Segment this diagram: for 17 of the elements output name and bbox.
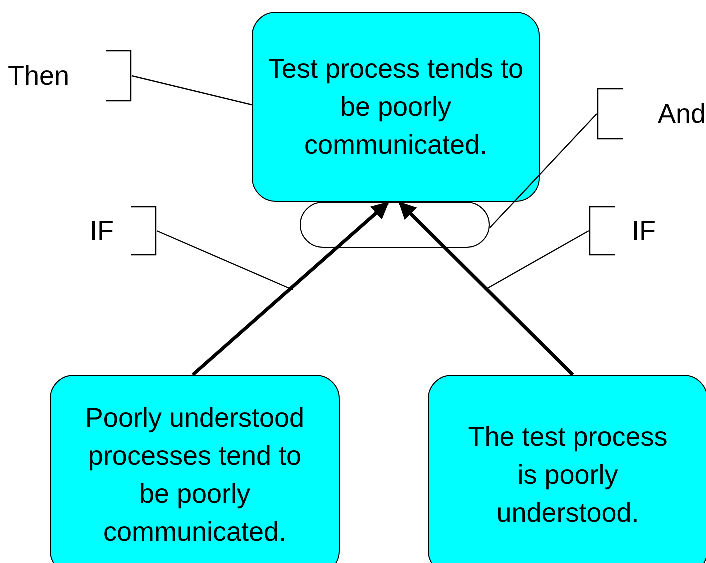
statement-text: Test process tends to be poorly communicated. (267, 53, 525, 162)
statement-box (50, 375, 340, 563)
junction-pill (300, 202, 490, 248)
leader-line (156, 230, 294, 291)
statement-box (252, 12, 540, 202)
statement-text: The test process is poorly understood. (467, 421, 669, 530)
arrow (192, 202, 390, 376)
logic-label: Then (8, 60, 70, 92)
statement-box (428, 375, 706, 563)
logic-label: And (658, 98, 706, 130)
arrow (398, 202, 574, 376)
leader-line (490, 114, 598, 228)
leader-line (484, 230, 590, 291)
leader-line (132, 75, 252, 106)
logic-label: IF (632, 216, 656, 246)
statement-text: Poorly understood processes tend to be poorly communicated. (84, 402, 306, 549)
logic-label: IF (90, 216, 114, 246)
